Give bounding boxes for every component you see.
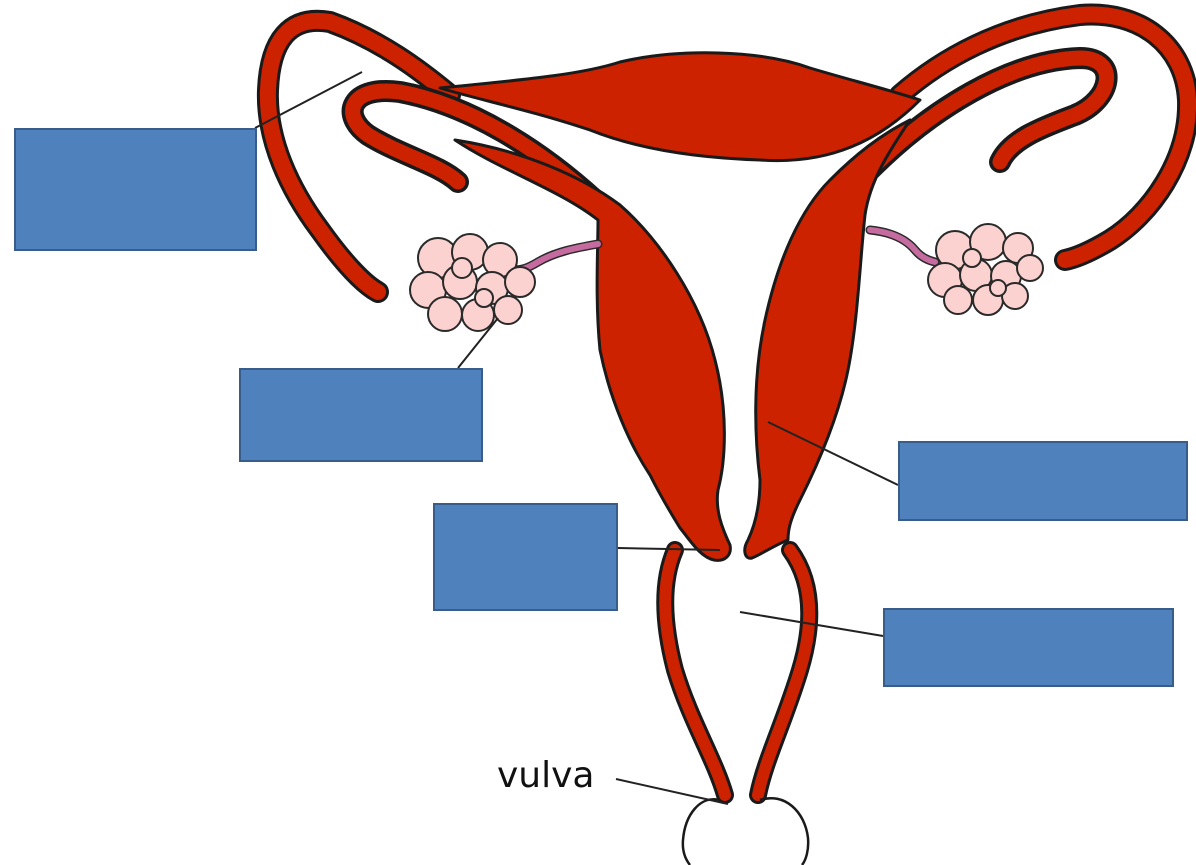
label-box-cervix[interactable] [433, 503, 618, 611]
left-ovary [410, 234, 535, 331]
label-box-vagina[interactable] [883, 608, 1174, 687]
vulva-outline [683, 798, 808, 865]
right-uterine-wall [745, 120, 910, 558]
right-ovarian-ligament [870, 230, 935, 262]
right-ovary [928, 224, 1043, 315]
label-box-fallopian-tube[interactable] [14, 128, 257, 251]
left-uterine-wall [455, 140, 730, 560]
left-ovarian-ligament [515, 244, 598, 270]
label-box-uterus[interactable] [898, 441, 1188, 521]
label-box-ovary[interactable] [239, 368, 483, 462]
vulva-label: vulva [497, 758, 595, 794]
leader-line-vulva [616, 779, 728, 804]
vagina [665, 550, 809, 795]
